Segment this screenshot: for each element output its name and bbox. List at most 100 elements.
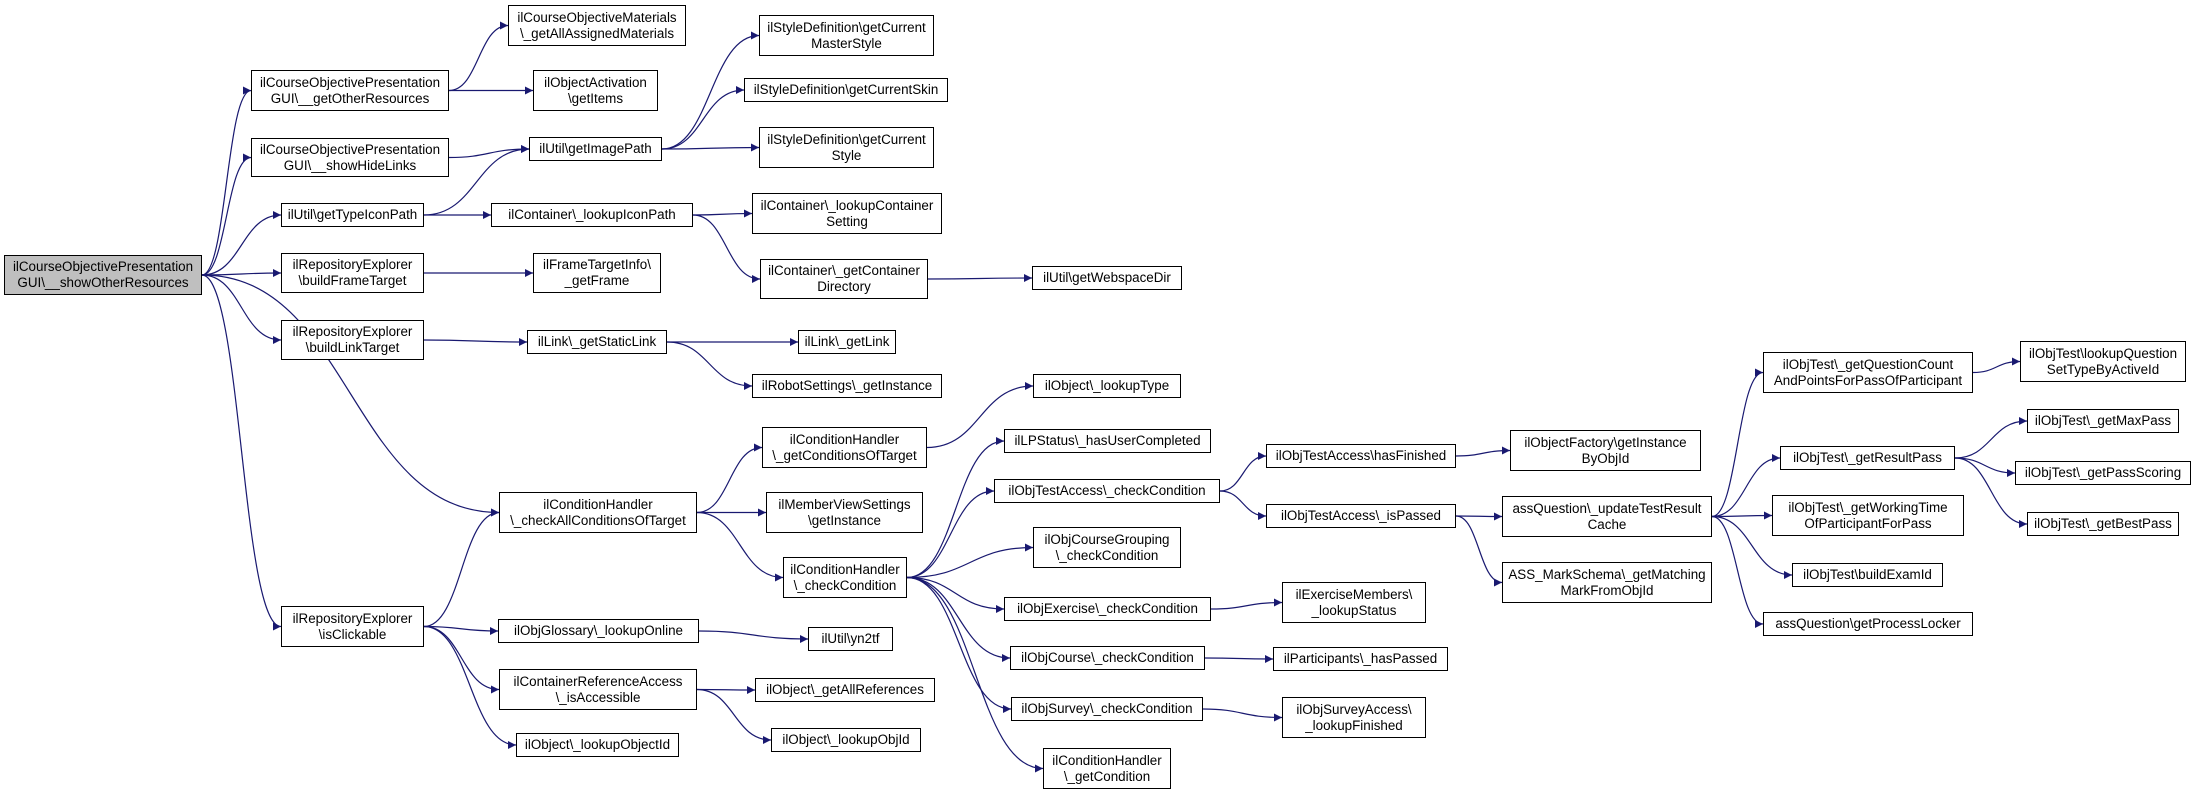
function-node[interactable]: assQuestion\_updateTestResult Cache (1502, 496, 1712, 537)
function-node[interactable]: ilObjTestAccess\_isPassed (1266, 504, 1456, 528)
call-edge (692, 209, 753, 218)
function-node[interactable]: ilObjTest\_getQuestionCount AndPointsFor… (1763, 352, 1973, 393)
function-node[interactable]: ilObjectFactory\getInstance ByObjId (1510, 430, 1701, 471)
function-node[interactable]: ilObjTest\_getBestPass (2027, 512, 2179, 536)
function-node[interactable]: ilRepositoryExplorer \isClickable (281, 606, 424, 647)
call-edge (1954, 417, 2028, 459)
function-node[interactable]: ilObjSurveyAccess\ _lookupFinished (1282, 697, 1426, 738)
function-node[interactable]: ilObject\_getAllReferences (755, 678, 935, 702)
root-function-node[interactable]: ilCourseObjectivePresentation GUI\__show… (4, 255, 202, 295)
call-edge (906, 543, 1034, 579)
call-edge (1219, 490, 1267, 520)
call-edge (1455, 446, 1511, 457)
function-node[interactable]: ilConditionHandler \_getConditionsOfTarg… (762, 427, 927, 468)
call-edge (661, 31, 760, 150)
call-edge (906, 576, 1011, 662)
call-edge (423, 625, 517, 749)
call-edge (1711, 515, 1764, 628)
call-edge (448, 145, 530, 159)
call-edge (201, 86, 252, 276)
call-edge (423, 625, 500, 694)
function-node[interactable]: ilStyleDefinition\getCurrent MasterStyle (759, 15, 934, 56)
function-node[interactable]: ilObjTest\buildExamId (1792, 563, 1943, 587)
call-edge (423, 337, 528, 346)
call-edge (696, 688, 772, 744)
call-edge (1954, 457, 2016, 477)
call-edge (201, 153, 252, 276)
function-node[interactable]: ilObject\_lookupType (1033, 374, 1181, 398)
function-node[interactable]: ilObjTest\_getPassScoring (2015, 461, 2191, 485)
call-edge (926, 382, 1034, 449)
call-edge (661, 143, 760, 152)
function-node[interactable]: ilConditionHandler \_checkAllConditionsO… (499, 492, 697, 533)
call-edge (1219, 452, 1267, 492)
call-edge (906, 487, 995, 579)
function-node[interactable]: ilObjectActivation \getItems (533, 70, 658, 111)
function-node[interactable]: ilObjCourseGrouping \_checkCondition (1033, 527, 1181, 568)
call-edge (1455, 512, 1503, 521)
function-node[interactable]: ilCourseObjectivePresentation GUI\__getO… (251, 70, 449, 111)
function-node[interactable]: ilObjCourse\_checkCondition (1010, 646, 1205, 670)
function-node[interactable]: ilRepositoryExplorer \buildLinkTarget (281, 320, 424, 360)
call-edge (666, 341, 753, 390)
function-node[interactable]: ilRepositoryExplorer \buildFrameTarget (281, 253, 424, 293)
call-edge (696, 443, 763, 514)
function-node[interactable]: ilObjTestAccess\hasFinished (1266, 444, 1456, 468)
call-edge (1711, 511, 1773, 520)
call-edge (1204, 654, 1274, 663)
function-node[interactable]: ilObjTest\_getWorkingTime OfParticipantF… (1772, 495, 1964, 536)
call-edge (201, 274, 282, 631)
function-node[interactable]: ilObjTest\_getMaxPass (2027, 409, 2179, 433)
function-node[interactable]: ilExerciseMembers\ _lookupStatus (1282, 582, 1426, 623)
function-node[interactable]: ilStyleDefinition\getCurrent Style (759, 127, 934, 168)
function-node[interactable]: ilParticipants\_hasPassed (1273, 647, 1448, 671)
function-node[interactable]: ilUtil\yn2tf (808, 627, 893, 651)
function-node[interactable]: ilConditionHandler \_checkCondition (783, 557, 907, 598)
function-node[interactable]: ASS_MarkSchema\_getMatching MarkFromObjI… (1502, 562, 1712, 603)
function-node[interactable]: ilUtil\getImagePath (529, 137, 662, 161)
function-node[interactable]: ilContainer\_lookupContainer Setting (752, 193, 942, 234)
call-edge (698, 630, 809, 643)
call-edge (906, 576, 1012, 713)
call-edge (661, 86, 745, 150)
function-node[interactable]: ilObjGlossary\_lookupOnline (498, 619, 699, 643)
function-node[interactable]: ilConditionHandler \_getCondition (1043, 748, 1171, 789)
function-node[interactable]: ilObject\_lookupObjId (771, 728, 921, 752)
call-edge (1711, 368, 1764, 518)
function-node[interactable]: ilObjTest\_getResultPass (1780, 446, 1955, 470)
call-edge (696, 685, 756, 694)
function-node[interactable]: ilCourseObjectiveMaterials \_getAllAssig… (508, 5, 686, 46)
call-edge (696, 511, 784, 582)
function-node[interactable]: ilUtil\getTypeIconPath (281, 203, 424, 227)
function-node[interactable]: ilObjTest\lookupQuestion SetTypeByActive… (2020, 341, 2186, 382)
call-edge (1954, 457, 2028, 528)
function-node[interactable]: ilUtil\getWebspaceDir (1032, 266, 1182, 290)
function-node[interactable]: ilStyleDefinition\getCurrentSkin (744, 78, 948, 102)
function-node[interactable]: ilRobotSettings\_getInstance (752, 374, 942, 398)
function-node[interactable]: ilCourseObjectivePresentation GUI\__show… (251, 138, 449, 177)
function-node[interactable]: ilLink\_getStaticLink (527, 330, 667, 354)
function-node[interactable]: ilFrameTargetInfo\ _getFrame (533, 253, 661, 293)
function-node[interactable]: ilContainer\_lookupIconPath (491, 203, 693, 227)
function-node[interactable]: ilContainerReferenceAccess \_isAccessibl… (499, 669, 697, 710)
function-node[interactable]: assQuestion\getProcessLocker (1763, 612, 1973, 636)
function-node[interactable]: ilLPStatus\_hasUserCompleted (1004, 429, 1211, 453)
call-edge (423, 508, 500, 628)
call-edge (423, 145, 530, 216)
call-edge (906, 576, 1005, 613)
call-edge (1455, 515, 1503, 587)
function-node[interactable]: ilMemberViewSettings \getInstance (766, 492, 923, 533)
call-edge (201, 274, 500, 517)
call-edge (927, 274, 1033, 283)
function-node[interactable]: ilObjSurvey\_checkCondition (1011, 697, 1203, 721)
function-node[interactable]: ilLink\_getLink (798, 330, 896, 354)
function-node[interactable]: ilObjExercise\_checkCondition (1004, 597, 1211, 621)
function-node[interactable]: ilObjTestAccess\_checkCondition (994, 479, 1220, 503)
call-edge (1210, 598, 1283, 610)
function-node[interactable]: ilContainer\_getContainer Directory (760, 259, 928, 299)
call-edge (906, 437, 1005, 579)
function-node[interactable]: ilObject\_lookupObjectId (516, 733, 679, 757)
call-edge (201, 274, 282, 344)
